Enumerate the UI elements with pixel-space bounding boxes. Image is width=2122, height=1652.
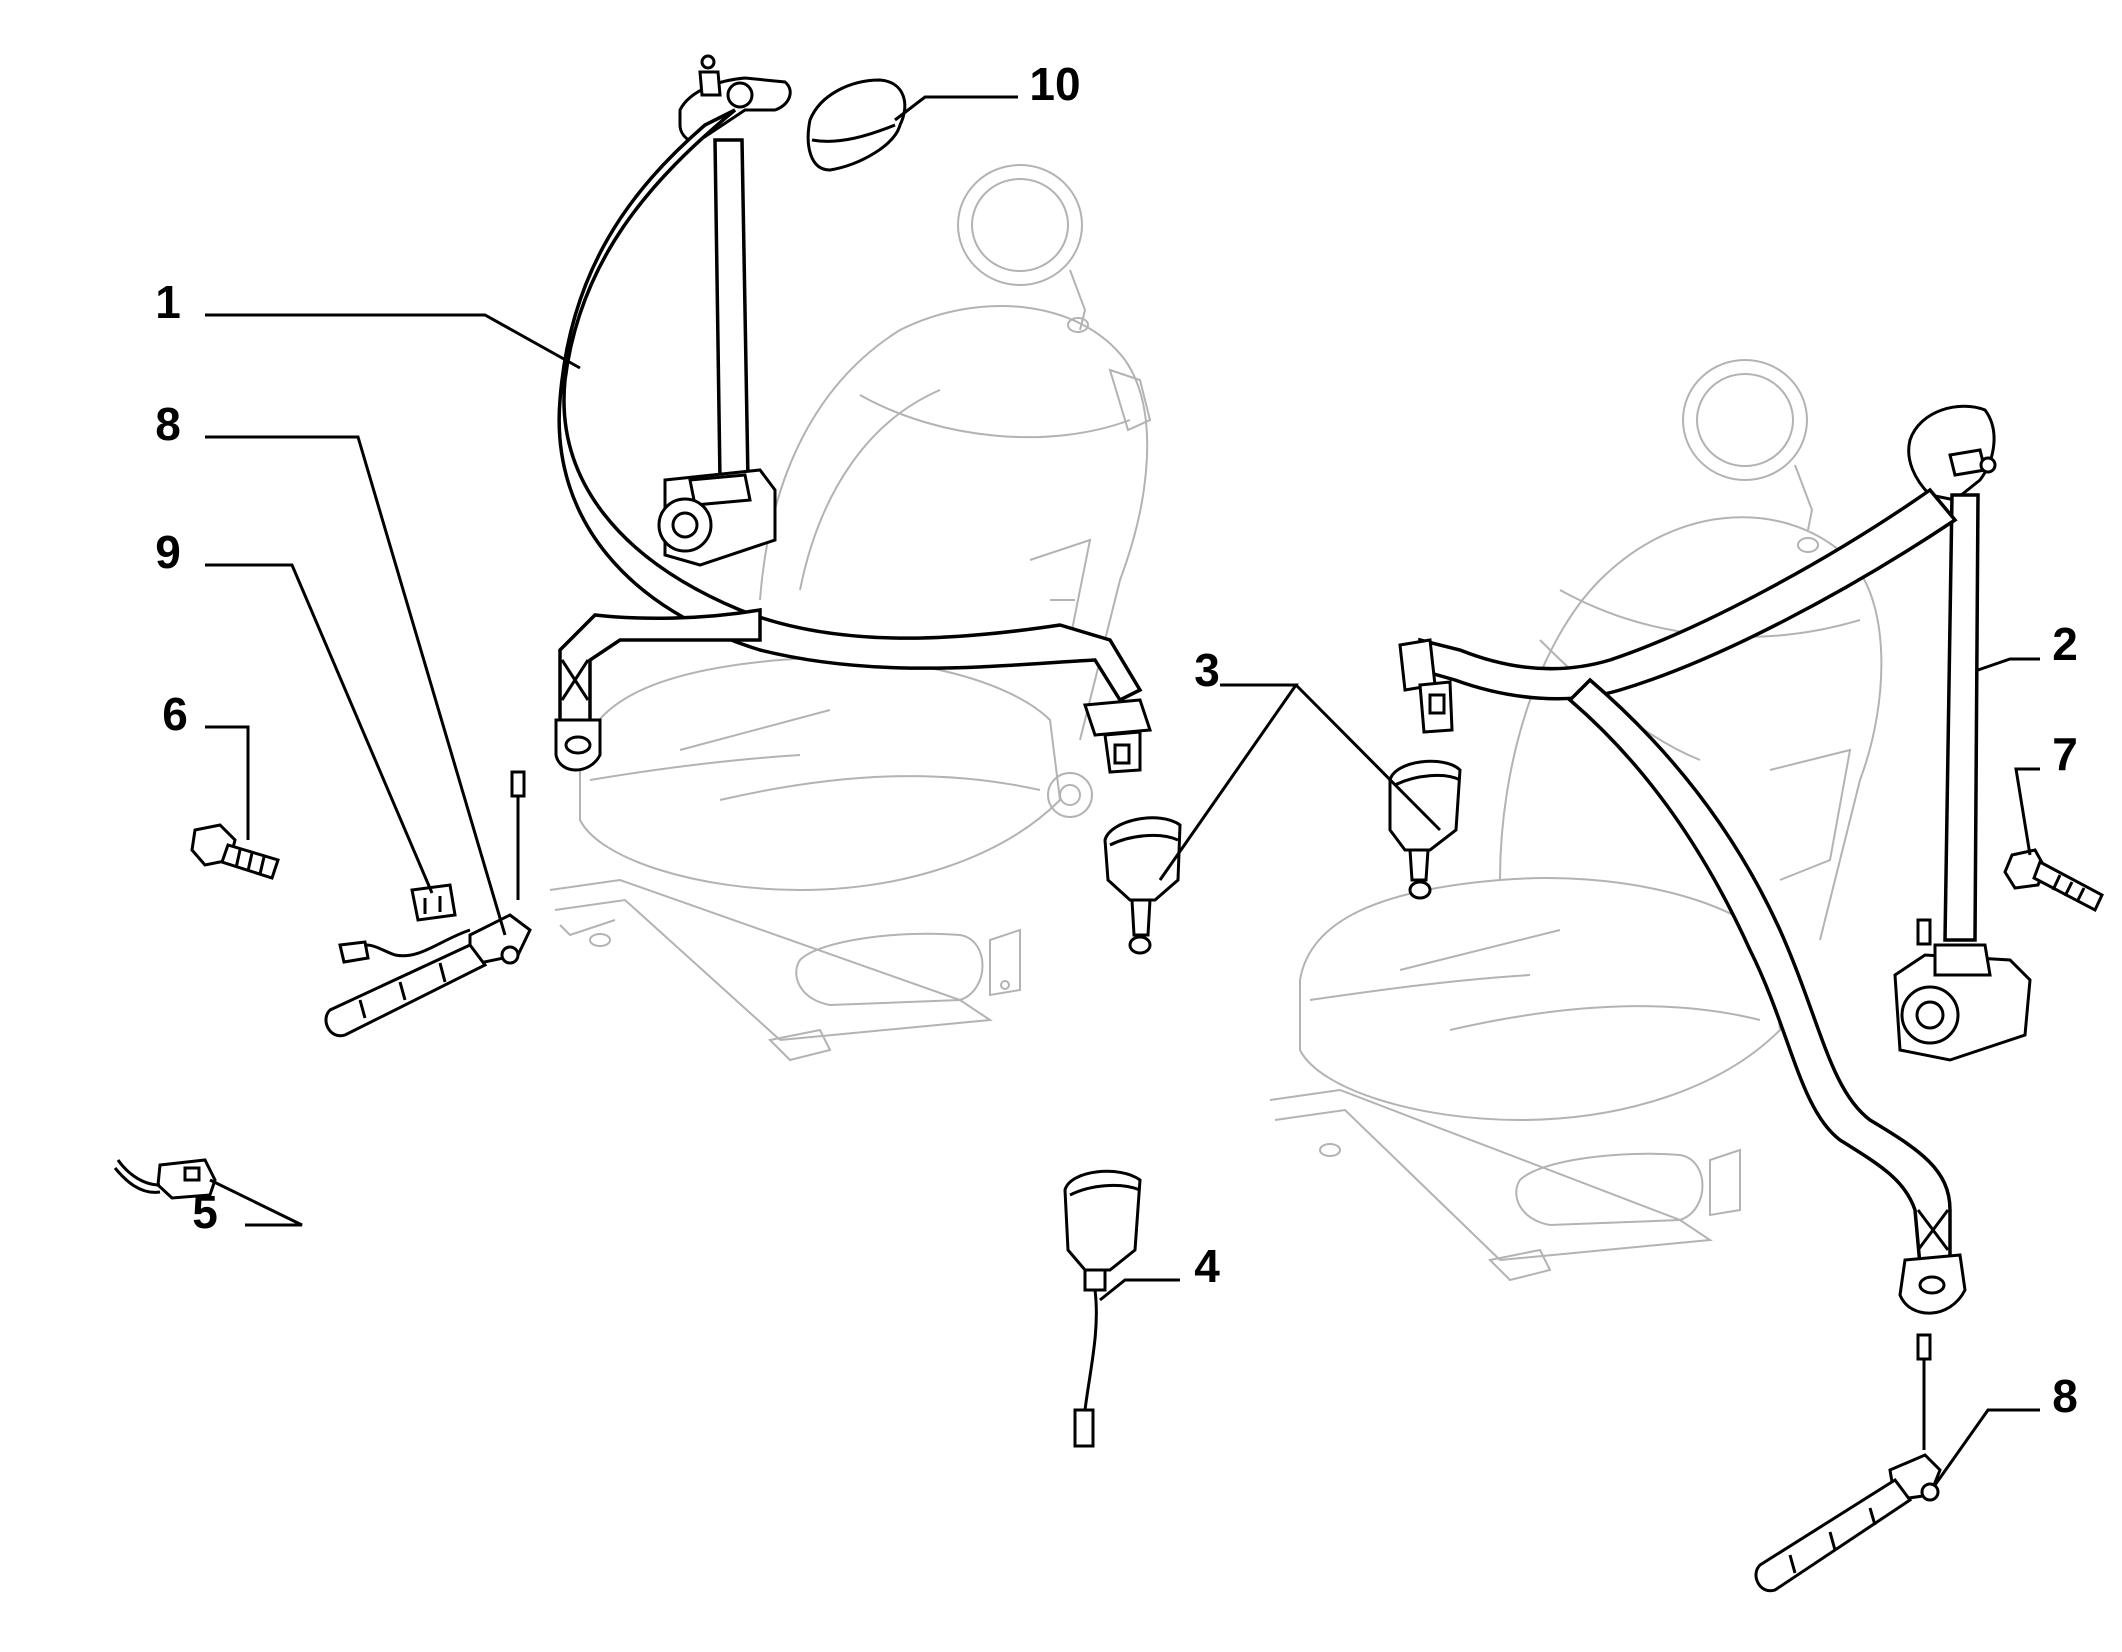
pretensioner-right [1754,1333,1942,1593]
callout-9: 9 [155,526,181,578]
buckle-with-sensor-wire [1063,1169,1142,1448]
callout-7: 7 [2052,728,2078,780]
callout-8-left: 8 [155,398,181,450]
right-seat [1269,359,1883,1282]
cap-cover [806,78,907,172]
callout-5: 5 [192,1186,218,1238]
callout-2: 2 [2052,618,2078,670]
bolt-right [2003,848,2104,913]
callout-3: 3 [1194,644,1220,696]
right-seat-belt-assembly [1398,404,2032,1315]
callout-6: 6 [162,688,188,740]
callout-8-right: 8 [2052,1370,2078,1422]
leader-lines [205,95,2040,1486]
callout-numbers: 1 2 3 4 5 6 7 8 8 9 10 [155,58,2078,1422]
callout-10: 10 [1029,58,1080,110]
wire-connector [113,1158,217,1200]
callout-1: 1 [155,276,181,328]
left-seat [549,164,1152,1062]
left-seat-belt-assembly [554,54,1153,774]
bolt-left [190,823,280,880]
buckle-right-seat [1388,759,1462,900]
clip [410,883,457,922]
buckle-left-seat [1103,816,1182,955]
pretensioner-left [324,770,532,1038]
callout-4: 4 [1194,1240,1220,1292]
